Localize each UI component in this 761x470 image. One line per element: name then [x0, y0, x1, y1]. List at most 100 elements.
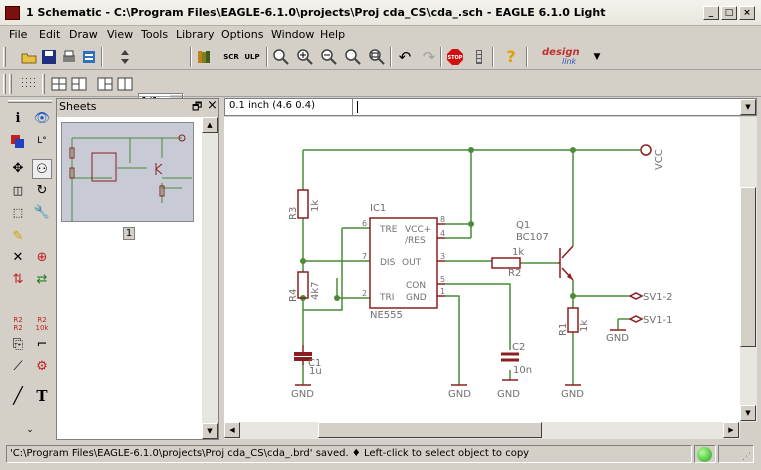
- display-layers-icon[interactable]: [8, 131, 28, 151]
- sheet-updown-icon[interactable]: [116, 48, 134, 66]
- scroll-right-icon[interactable]: ▶: [723, 422, 739, 438]
- pin-4-number: 4: [440, 229, 445, 238]
- show-eye-icon[interactable]: 👁: [33, 111, 51, 126]
- ic1-ne555[interactable]: [369, 217, 438, 309]
- canvas-hscroll-thumb[interactable]: [318, 422, 542, 438]
- resistor-r4[interactable]: [297, 271, 309, 299]
- command-history-dropdown-icon[interactable]: ▼: [740, 99, 756, 115]
- schematic-canvas[interactable]: IC1 NE555 TRE VCC+ /RES DIS OUT CON TRI …: [224, 117, 740, 422]
- sheets-panel: Sheets 🗗 × 1 ▲ ▼: [56, 98, 219, 440]
- layout-vertical-icon[interactable]: [116, 75, 134, 93]
- zoom-out-icon[interactable]: [320, 48, 338, 66]
- scroll-left-icon[interactable]: ◀: [224, 422, 240, 438]
- sheet-thumbnail[interactable]: [61, 122, 194, 223]
- mark-icon[interactable]: L°: [37, 136, 47, 146]
- help-button[interactable]: ?: [506, 47, 516, 66]
- split-icon[interactable]: ⟋: [13, 359, 23, 374]
- q1-value: BC107: [516, 232, 549, 243]
- layout-cascade-icon[interactable]: [70, 75, 88, 93]
- change-wrench-icon[interactable]: 🔧: [33, 205, 51, 220]
- sheet-number-label[interactable]: 1: [123, 227, 135, 240]
- toolbar-grip[interactable]: [3, 74, 6, 94]
- ulp-button[interactable]: ULP: [244, 53, 260, 61]
- grid-icon[interactable]: [19, 75, 37, 93]
- info-icon[interactable]: i: [15, 111, 21, 126]
- wire-icon[interactable]: ╱: [13, 386, 23, 405]
- resistor-r1[interactable]: [567, 307, 579, 333]
- sheets-scrollbar[interactable]: ▲ ▼: [202, 117, 218, 439]
- scroll-down-icon[interactable]: ▼: [202, 423, 218, 439]
- pin-res-label: /RES: [405, 236, 426, 246]
- canvas-vscroll-thumb[interactable]: [740, 187, 756, 347]
- print-icon[interactable]: [60, 48, 78, 66]
- paste-icon[interactable]: ✎: [12, 229, 24, 244]
- invoke-icon[interactable]: ⚙: [36, 359, 48, 374]
- script-button[interactable]: SCR: [223, 53, 239, 61]
- more-tools-chevron-icon[interactable]: ⌄: [26, 425, 34, 435]
- design-link-logo[interactable]: design link: [540, 47, 588, 67]
- library-books-icon[interactable]: [195, 48, 213, 66]
- add-icon[interactable]: ⊕: [36, 250, 48, 265]
- move-icon[interactable]: ✥: [12, 161, 24, 176]
- stop-button[interactable]: STOP: [446, 48, 464, 66]
- replace-icon[interactable]: ⇄: [36, 272, 48, 287]
- maximize-button[interactable]: □: [721, 6, 737, 20]
- window-title: 1 Schematic - C:\Program Files\EAGLE-6.1…: [26, 6, 606, 19]
- r2-value: 1k: [512, 247, 524, 258]
- menu-help[interactable]: Help: [320, 28, 346, 41]
- float-panel-icon[interactable]: 🗗: [192, 100, 203, 113]
- close-panel-icon[interactable]: ×: [207, 98, 218, 113]
- zoom-select-icon[interactable]: [368, 48, 386, 66]
- canvas-vertical-scrollbar[interactable]: ▼: [740, 117, 757, 422]
- design-link-dropdown-icon[interactable]: ▼: [593, 52, 601, 62]
- command-input[interactable]: [352, 99, 740, 115]
- menu-file[interactable]: File: [9, 28, 28, 41]
- mirror-icon[interactable]: ◫: [12, 184, 24, 197]
- scroll-down-icon[interactable]: ▼: [740, 405, 756, 421]
- menu-library[interactable]: Library: [176, 28, 215, 41]
- redo-icon[interactable]: ↷: [422, 48, 436, 66]
- layout-tile-icon[interactable]: [50, 75, 68, 93]
- eagle-app-icon[interactable]: [5, 6, 20, 20]
- menu-options[interactable]: Options: [221, 28, 264, 41]
- text-icon[interactable]: T: [36, 387, 48, 405]
- pin-2-number: 2: [362, 289, 367, 298]
- open-icon[interactable]: [20, 48, 38, 66]
- layout-horizontal-icon[interactable]: [96, 75, 114, 93]
- smash-icon[interactable]: ⎘: [12, 337, 24, 352]
- canvas-horizontal-scrollbar[interactable]: ◀ ▶: [224, 422, 740, 439]
- go-icon[interactable]: [470, 48, 488, 66]
- miter-icon[interactable]: ⌐: [36, 337, 48, 352]
- resistor-r2[interactable]: [491, 257, 521, 269]
- resistor-r3[interactable]: [297, 189, 309, 219]
- close-button[interactable]: ×: [739, 6, 755, 20]
- rotate-icon[interactable]: ↻: [36, 183, 48, 198]
- toolbar-grip[interactable]: [3, 47, 6, 67]
- resize-grip-icon[interactable]: ⋰: [742, 452, 751, 462]
- cam-icon[interactable]: [80, 48, 98, 66]
- copy-icon[interactable]: ⚇: [32, 159, 52, 179]
- minimize-button[interactable]: _: [703, 6, 719, 20]
- command-line-bar: 0.1 inch (4.6 0.4) ▼: [224, 98, 757, 116]
- save-icon[interactable]: [40, 48, 58, 66]
- zoom-fit-icon[interactable]: [272, 48, 290, 66]
- gnd-label-r1: GND: [561, 389, 584, 400]
- delete-icon[interactable]: ✕: [12, 250, 24, 265]
- zoom-redraw-icon[interactable]: [344, 48, 362, 66]
- menu-edit[interactable]: Edit: [39, 28, 61, 41]
- menu-window[interactable]: Window: [271, 28, 315, 41]
- zoom-in-icon[interactable]: [296, 48, 314, 66]
- group-icon[interactable]: ⬚: [12, 206, 24, 219]
- undo-icon[interactable]: ↶: [398, 48, 412, 66]
- menu-draw[interactable]: Draw: [69, 28, 98, 41]
- gnd-label-ic1: GND: [448, 389, 471, 400]
- c1-name: C1: [308, 358, 321, 369]
- menu-tools[interactable]: Tools: [141, 28, 169, 41]
- pinswap-icon[interactable]: ⇅: [12, 272, 24, 287]
- menu-view[interactable]: View: [107, 28, 134, 41]
- scroll-up-icon[interactable]: ▲: [202, 117, 218, 133]
- gnd-label-c2: GND: [497, 389, 520, 400]
